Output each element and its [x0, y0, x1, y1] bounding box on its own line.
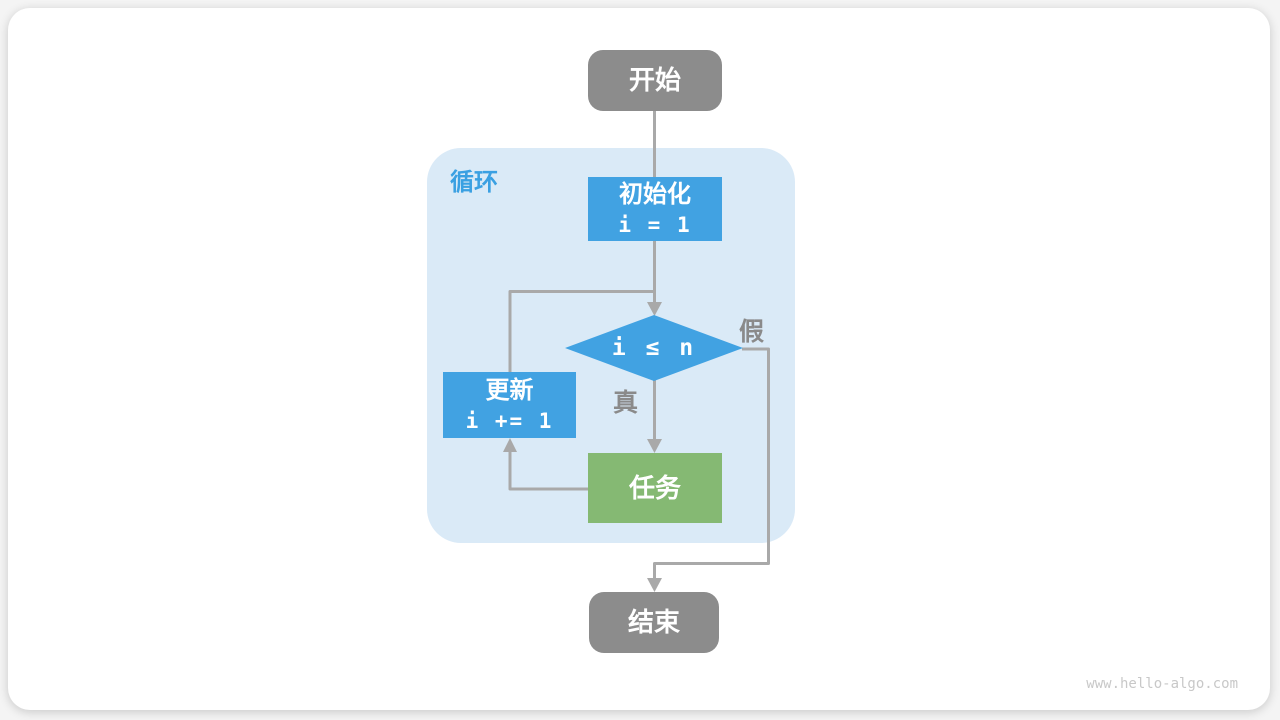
watermark: www.hello-algo.com: [1086, 676, 1238, 692]
arrowhead-into-end: [647, 578, 662, 592]
init-node: 初始化 i = 1: [588, 177, 722, 241]
task-node: 任务: [588, 453, 722, 523]
end-node-label: 结束: [627, 607, 680, 638]
start-node: 开始: [588, 50, 722, 111]
update-node-code: i += 1: [465, 408, 554, 433]
task-node-label: 任务: [628, 472, 681, 503]
init-node-title: 初始化: [619, 180, 691, 208]
end-node: 结束: [589, 592, 719, 653]
true-branch-label: 真: [613, 389, 639, 417]
init-node-code: i = 1: [618, 212, 692, 237]
condition-node-code: i ≤ n: [611, 334, 697, 361]
update-node-title: 更新: [485, 376, 534, 404]
loop-region-label: 循环: [450, 169, 498, 196]
false-branch-label: 假: [739, 318, 765, 346]
update-node: 更新 i += 1: [443, 372, 576, 438]
start-node-label: 开始: [628, 65, 681, 96]
